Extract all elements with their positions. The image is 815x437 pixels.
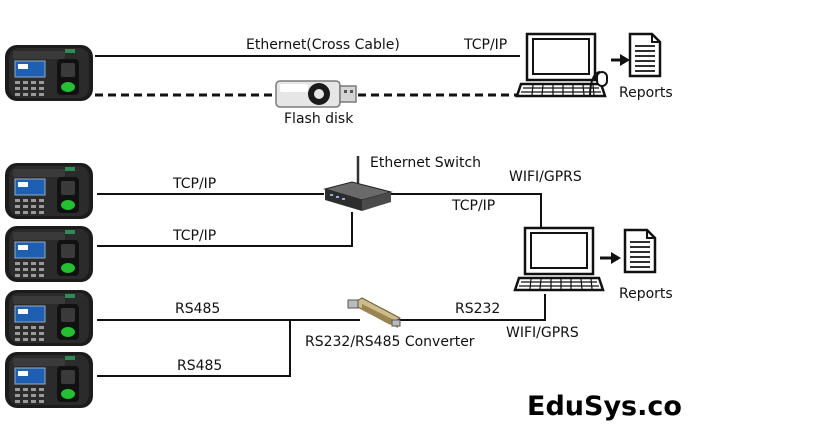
mouse-icon [589, 71, 608, 97]
rs232-line [398, 294, 546, 321]
label-reports-bottom: Reports [619, 286, 673, 302]
label-tcpip-device1: TCP/IP [172, 176, 216, 192]
rs485-line-device4 [97, 319, 360, 377]
edusys-watermark: EduSys.co [527, 391, 682, 422]
arrow-right-icon-top [611, 54, 630, 66]
label-wifi-gprs-upper: WIFI/GPRS [509, 169, 582, 185]
tcpip-line-device2 [97, 212, 353, 247]
label-rs485-device3: RS485 [175, 301, 220, 317]
label-ethernet-cross-cable: Ethernet(Cross Cable) [246, 37, 400, 53]
laptop-icon-top [515, 32, 607, 98]
label-flash-disk: Flash disk [284, 111, 354, 127]
label-tcpip-switch-pc: TCP/IP [451, 198, 495, 214]
label-reports-top: Reports [619, 85, 673, 101]
label-tcpip-device2: TCP/IP [172, 228, 216, 244]
report-document-icon-bottom [623, 228, 657, 274]
label-tcpip-top: TCP/IP [463, 37, 507, 53]
attendance-terminal-1 [4, 162, 94, 220]
switch-to-pc-line [391, 193, 542, 228]
laptop-icon-bottom [513, 226, 605, 292]
ethernet-switch-icon [323, 156, 393, 211]
label-rs485-device4: RS485 [177, 358, 222, 374]
report-document-icon-top [628, 32, 662, 78]
label-ethernet-switch: Ethernet Switch [370, 155, 481, 171]
label-wifi-gprs-lower: WIFI/GPRS [506, 325, 579, 341]
attendance-terminal-3 [4, 289, 94, 347]
label-rs232-rs485-converter: RS232/RS485 Converter [305, 334, 475, 350]
attendance-terminal-top [4, 44, 94, 102]
attendance-terminal-2 [4, 225, 94, 283]
label-rs232: RS232 [455, 301, 500, 317]
attendance-terminal-4 [4, 351, 94, 409]
flash-disk-icon [275, 80, 357, 108]
rs232-rs485-converter-icon [347, 297, 402, 328]
arrow-right-icon-bottom [600, 252, 621, 264]
